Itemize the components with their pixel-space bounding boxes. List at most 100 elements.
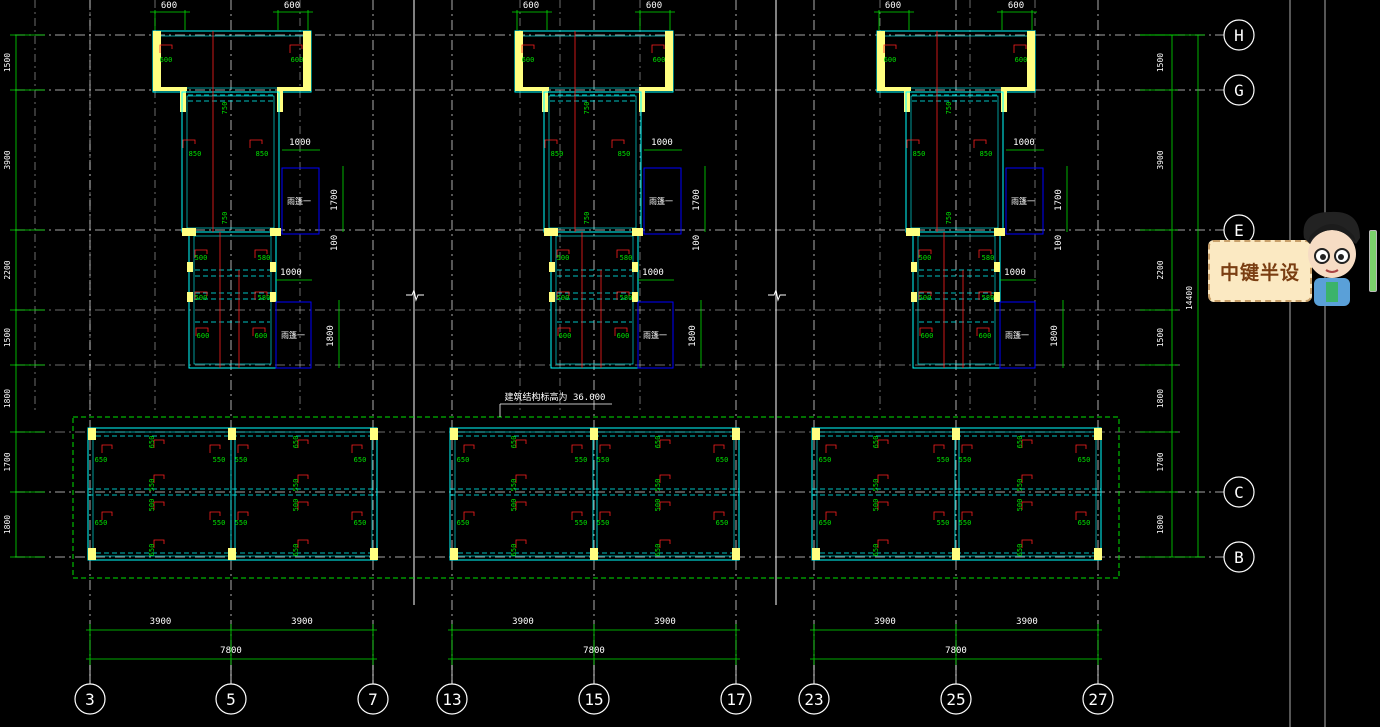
beam-marker <box>463 444 475 453</box>
scroll-thumb[interactable] <box>1369 230 1377 292</box>
dim-label: 650 <box>654 544 662 557</box>
axis-bubble <box>357 683 389 715</box>
wall-segment <box>182 228 189 236</box>
wall-segment <box>544 228 551 236</box>
beam-marker <box>825 511 837 520</box>
beam-marker <box>599 511 611 520</box>
dim-label: 1800 <box>3 515 12 534</box>
dim-label: 3900 <box>150 617 172 627</box>
wall-segment <box>994 228 1001 236</box>
beam-marker <box>616 291 630 300</box>
axis-bubble-label-13: 13 <box>442 690 461 709</box>
wall-segment <box>270 262 276 272</box>
dim-label: 550 <box>510 479 518 492</box>
vertical-scrollbar[interactable] <box>1366 226 1378 296</box>
canopy-box <box>275 301 312 369</box>
dim-label: 500 <box>557 294 570 302</box>
axis-bubble <box>436 683 468 715</box>
wall-segment <box>542 90 548 112</box>
wall-segment <box>153 31 187 91</box>
dim-label: 650 <box>872 544 880 557</box>
dim-label: 580 <box>258 294 271 302</box>
axis-bubble-label-C: C <box>1234 483 1244 502</box>
beam-marker <box>933 511 945 520</box>
dim-label: 1000 <box>642 268 664 278</box>
canopy-box <box>999 301 1036 369</box>
beam-marker <box>237 444 249 453</box>
dim-label: 3900 <box>1016 617 1038 627</box>
dim-label: 650 <box>95 456 108 464</box>
dim-label: 650 <box>457 519 470 527</box>
opening-width-label: 600 <box>522 56 535 64</box>
dim-label: 850 <box>618 150 631 158</box>
stair-core-middle <box>905 91 1004 233</box>
beam-marker <box>978 249 992 258</box>
beam-marker <box>556 291 570 300</box>
wall-segment <box>1001 90 1007 112</box>
wall-segment <box>277 31 311 91</box>
dim-label: 550 <box>959 519 972 527</box>
beam-marker <box>659 474 671 483</box>
column <box>732 428 740 440</box>
beam-marker <box>556 249 570 258</box>
wall-segment <box>187 292 193 302</box>
dim-label: 3900 <box>291 617 313 627</box>
column <box>88 428 96 440</box>
axis-bubble-label-17: 17 <box>726 690 745 709</box>
beam-marker <box>1021 539 1033 548</box>
dim-label: 650 <box>654 436 662 449</box>
column <box>952 548 960 560</box>
canopy-box <box>281 167 320 235</box>
dim-label: 600 <box>161 1 177 11</box>
axis-bubble <box>1223 74 1255 106</box>
beam-marker <box>713 444 725 453</box>
dim-label: 550 <box>235 519 248 527</box>
beam-marker <box>101 444 113 453</box>
axis-bubble <box>215 683 247 715</box>
beam-marker <box>515 439 527 448</box>
dim-label: 850 <box>913 150 926 158</box>
beam-marker <box>1075 444 1087 453</box>
dim-label: 650 <box>716 456 729 464</box>
beam-marker <box>877 474 889 483</box>
axis-bubble <box>940 683 972 715</box>
unit-block-inner <box>92 431 373 557</box>
dim-label: 2200 <box>1156 260 1165 279</box>
dim-label: 550 <box>292 479 300 492</box>
stair-core-middle-inner <box>548 95 637 229</box>
elevation-note: 建筑结构标高为 36.000 <box>505 391 606 403</box>
beam-marker <box>463 511 475 520</box>
dim-label: 1800 <box>326 325 336 347</box>
dim-label: 500 <box>654 499 662 512</box>
dim-label: 600 <box>646 1 662 11</box>
dim-label: 550 <box>959 456 972 464</box>
beam-marker <box>351 511 363 520</box>
dim-label: 550 <box>213 519 226 527</box>
dim-label: 550 <box>235 456 248 464</box>
beam-marker <box>877 539 889 548</box>
axis-bubble-label-7: 7 <box>368 690 378 709</box>
wall-segment <box>270 228 277 236</box>
stair-core-middle-inner <box>910 95 999 229</box>
beam-marker <box>153 439 165 448</box>
dim-label: 1000 <box>1004 268 1026 278</box>
beam-marker <box>614 327 628 336</box>
column <box>450 548 458 560</box>
wall-segment <box>994 262 1000 272</box>
dim-label: 750 <box>221 212 229 225</box>
beam-marker <box>877 439 889 448</box>
dim-label: 500 <box>292 499 300 512</box>
beam-marker <box>297 439 309 448</box>
dim-label: 600 <box>255 332 268 340</box>
wall-segment <box>274 228 281 236</box>
column <box>450 428 458 440</box>
beam-marker <box>252 327 266 336</box>
beam-marker <box>153 539 165 548</box>
avatar-icon <box>1296 208 1368 308</box>
dim-label: 550 <box>654 479 662 492</box>
opening-width-label: 600 <box>291 56 304 64</box>
beam-marker <box>659 439 671 448</box>
dim-label: 1000 <box>651 138 673 148</box>
axis-bubble <box>720 683 752 715</box>
